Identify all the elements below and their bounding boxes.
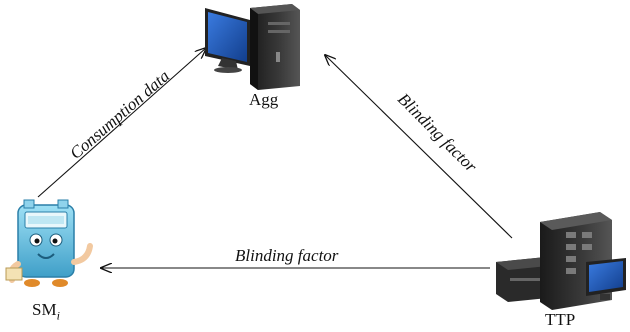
sm-label-main: SM [32,300,57,319]
edge-label-blinding-factor-bottom: Blinding factor [235,246,339,265]
edge-ttp-to-agg [325,55,513,239]
agg-label: Agg [249,90,279,109]
sm-label: SMi [32,300,60,323]
edge-sm-to-agg [37,48,206,198]
smart-meter-mascot-icon [5,199,93,287]
desktop-computer-icon [205,4,300,90]
server-tower-icon [496,212,626,310]
sm-label-subscript: i [56,308,60,323]
ttp-label: TTP [545,310,576,329]
